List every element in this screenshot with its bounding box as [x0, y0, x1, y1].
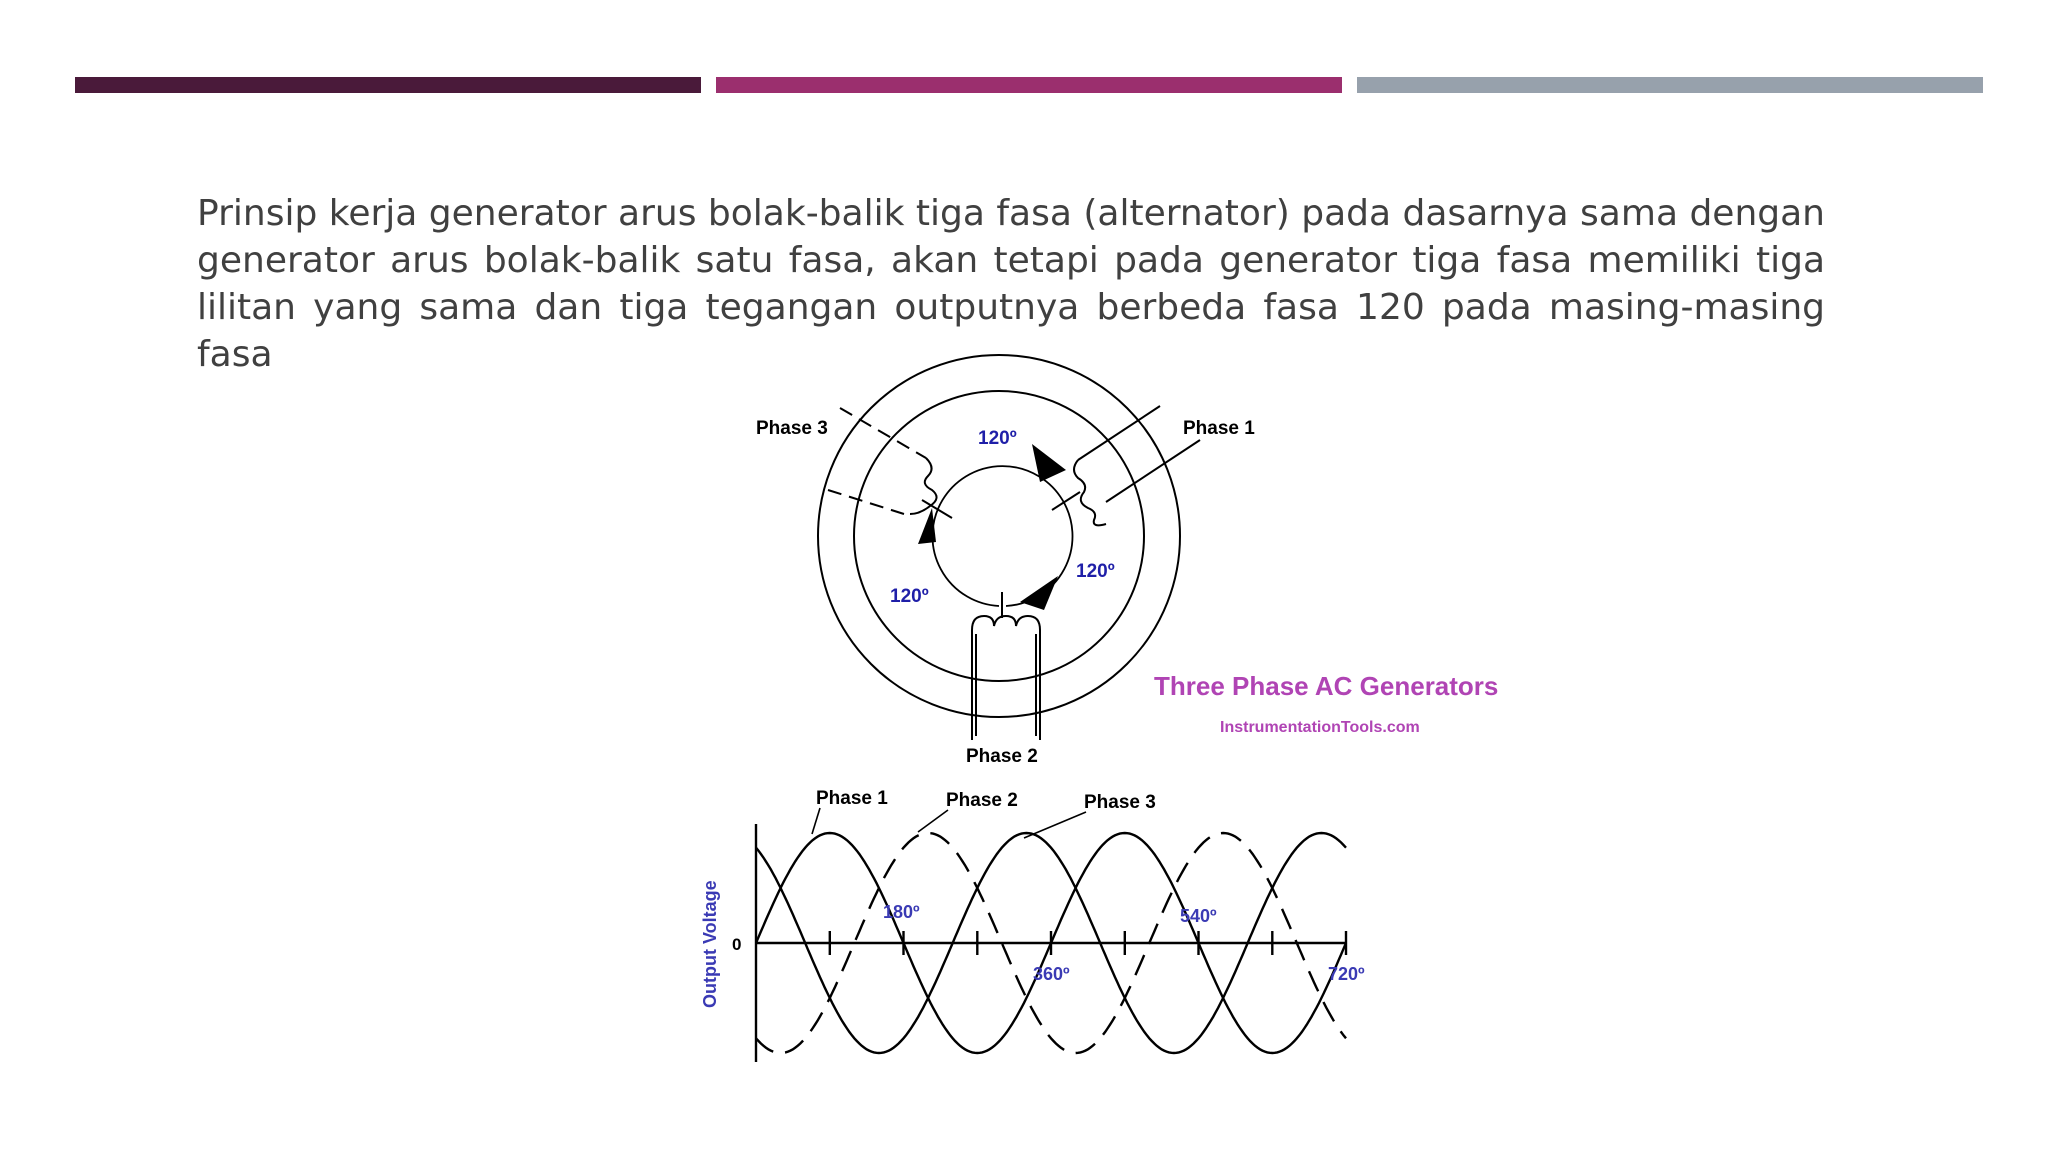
accent-bar-dark: [75, 77, 701, 93]
accent-bar-magenta: [716, 77, 1342, 93]
rotor-circle: [931, 465, 1074, 607]
arrow-phase1: [1032, 444, 1066, 482]
phase3-brush: [921, 499, 953, 519]
figure-title: Three Phase AC Generators: [1154, 671, 1498, 701]
generator-phase3-label: Phase 3: [756, 418, 828, 439]
wave-phase2: [754, 831, 1348, 1055]
phase2-winding: [971, 592, 1041, 740]
wave-phase2-label: Phase 2: [946, 790, 1018, 811]
three-phase-diagram: Phase 3 Phase 1 Phase 2 120º 120º 120º T…: [700, 354, 1498, 1062]
waveform-plot: Phase 1 Phase 2 Phase 3 0 Output Voltage…: [700, 788, 1365, 1062]
zero-label: 0: [732, 935, 741, 954]
wave-phase3-label: Phase 3: [1084, 792, 1156, 813]
tick-label-360: 360º: [1033, 964, 1070, 984]
y-axis-label: Output Voltage: [700, 880, 720, 1008]
rotation-arrows: [918, 444, 1066, 610]
pointer-phase1: [811, 807, 821, 835]
pointer-phase3: [1023, 811, 1087, 839]
angle-label-left: 120º: [890, 586, 929, 607]
three-phase-figure: Phase 3 Phase 1 Phase 2 120º 120º 120º T…: [690, 340, 1510, 1080]
pointer-phase2: [917, 809, 949, 833]
arrow-phase2: [1020, 576, 1058, 610]
angle-label-right: 120º: [1076, 561, 1115, 582]
phase1-winding: [1051, 405, 1201, 527]
wave-phase3: [755, 831, 1347, 1055]
slide-body-text: Prinsip kerja generator arus bolak-balik…: [197, 193, 1825, 375]
wave-phase1: [755, 831, 1347, 1055]
angle-label-top: 120º: [978, 428, 1017, 449]
tick-label-180: 180º: [883, 902, 920, 922]
stator-outer-ring: [817, 354, 1181, 718]
accent-bar-gray: [1357, 77, 1983, 93]
figure-source: InstrumentationTools.com: [1220, 719, 1420, 736]
stator-inner-ring: [853, 390, 1145, 682]
arrow-phase3: [918, 508, 936, 544]
tick-label-720: 720º: [1328, 964, 1365, 984]
phase3-winding: [827, 407, 927, 515]
generator-phase2-label: Phase 2: [966, 746, 1038, 767]
tick-label-540: 540º: [1180, 906, 1217, 926]
generator-phase1-label: Phase 1: [1183, 418, 1255, 439]
phase3-coil: [909, 457, 938, 515]
wave-phase1-label: Phase 1: [816, 788, 888, 809]
generator-diagram: [817, 354, 1201, 740]
